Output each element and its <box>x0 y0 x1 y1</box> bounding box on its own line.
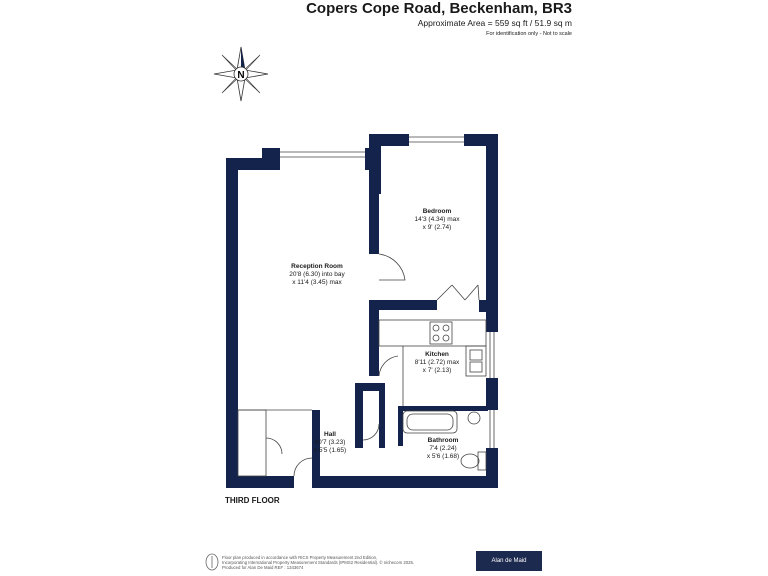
hall-cupboard <box>237 409 267 477</box>
wall-reception-bedroom <box>369 194 379 254</box>
bedroom-name: Bedroom <box>422 208 452 215</box>
wall-south-left <box>226 476 294 488</box>
wall-east-upper <box>486 134 498 332</box>
rics-seal-icon <box>205 553 219 571</box>
hall-dim-1: 10'7 (3.23) <box>314 439 346 446</box>
hall-name: Hall <box>324 431 336 438</box>
cupboard-wall-top <box>355 383 385 391</box>
bathroom-label: Bathroom 7'4 (2.24) x 5'6 (1.68) <box>427 437 459 461</box>
door-kitchen <box>378 355 399 377</box>
wall-east-middle <box>486 378 498 410</box>
door-entrance <box>293 457 313 477</box>
approximate-area: Approximate Area = 559 sq ft / 51.9 sq m <box>417 18 572 28</box>
reception-dim-1: 20'8 (6.30) into bay <box>289 271 345 278</box>
bathroom-dim-1: 7'4 (2.24) <box>429 445 457 452</box>
footer-line-3: Produced for Alan De Maid REF : 1343674 <box>222 565 304 571</box>
cupboard-wall-left <box>355 383 363 448</box>
bedroom-label: Bedroom 14'3 (4.34) max x 9' (2.74) <box>415 208 460 232</box>
reception-dim-2: x 11'4 (3.45) max <box>292 279 342 286</box>
hall-dim-2: x 5'5 (1.65) <box>313 447 347 454</box>
reception-name: Reception Room <box>291 263 343 270</box>
kitchen-name: Kitchen <box>425 351 449 358</box>
agent-logo: Alan de Maid <box>476 551 542 571</box>
wall-south-right <box>312 476 498 488</box>
footer-line-1: Floor plan produced in accordance with R… <box>222 555 378 560</box>
wall-reception-kitchen <box>369 300 379 376</box>
property-title: Copers Cope Road, Beckenham, BR3 <box>306 0 572 17</box>
wall-bedroom-south-left <box>369 300 437 310</box>
footer-notes: Floor plan produced in accordance with R… <box>222 555 414 571</box>
bathroom-dim-2: x 5'6 (1.68) <box>426 453 460 460</box>
wall-bedroom-north-left <box>369 134 409 146</box>
kitchen-worktop <box>378 319 487 347</box>
door-cupboard <box>362 423 380 441</box>
basin <box>467 411 481 425</box>
bathroom-name: Bathroom <box>427 437 459 444</box>
wall-north-left <box>226 158 264 170</box>
wardrobe-doors <box>436 284 480 301</box>
bay-pier-left <box>262 148 280 170</box>
bathroom-wall-west <box>398 406 403 446</box>
wall-bedroom-south-right <box>479 300 489 312</box>
bedroom-dim-1: 14'3 (4.34) max <box>414 216 460 223</box>
door-bedroom <box>378 253 406 281</box>
kitchen-dim-2: x 7' (2.13) <box>422 367 452 374</box>
disclaimer-note: For identification only - Not to scale <box>486 31 572 37</box>
door-hall-cupboard <box>265 437 283 455</box>
compass-label: N <box>237 70 244 81</box>
footer-line-2: Incorporating International Property Mea… <box>222 560 415 566</box>
bedroom-dim-2: x 9' (2.74) <box>422 224 452 231</box>
wall-bedroom-west-top <box>369 134 381 194</box>
sink-unit <box>465 345 487 377</box>
hob <box>429 321 453 345</box>
bath <box>402 410 458 434</box>
toilet <box>460 453 480 469</box>
kitchen-dim-1: 8'11 (2.72) max <box>414 359 460 366</box>
cupboard-wall-bottom-left <box>355 440 363 448</box>
hall-wall-east <box>312 410 320 488</box>
bathroom-wall-north <box>398 406 488 411</box>
floor-label: THIRD FLOOR <box>225 496 280 505</box>
hall-label: Hall 10'7 (3.23) x 5'5 (1.65) <box>314 431 346 455</box>
toilet-cistern <box>477 451 487 471</box>
cupboard-wall-right <box>379 383 385 448</box>
reception-room-label: Reception Room 20'8 (6.30) into bay x 11… <box>289 263 344 287</box>
wall-west <box>226 158 238 488</box>
kitchen-label: Kitchen 8'11 (2.72) max x 7' (2.13) <box>415 351 459 375</box>
compass-icon: N <box>213 46 269 102</box>
